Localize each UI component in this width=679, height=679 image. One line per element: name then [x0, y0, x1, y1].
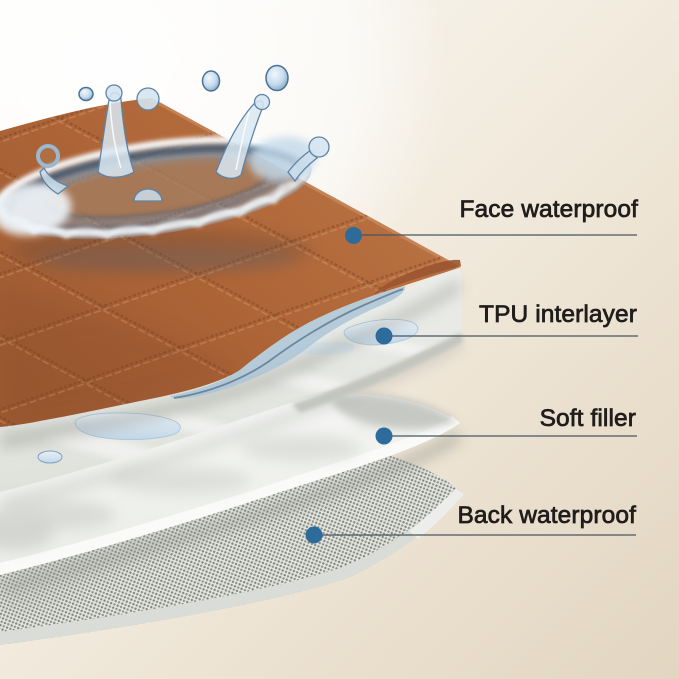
- svg-text:Soft filler: Soft filler: [540, 405, 636, 432]
- svg-text:TPU interlayer: TPU interlayer: [479, 301, 637, 328]
- svg-text:Back waterproof: Back waterproof: [457, 502, 636, 529]
- svg-text:Face waterproof: Face waterproof: [459, 196, 638, 223]
